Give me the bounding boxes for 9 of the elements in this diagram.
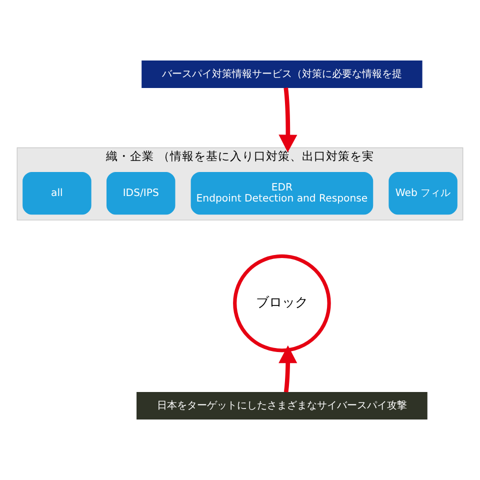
node-box: EDR Endpoint Detection and Response bbox=[190, 172, 374, 215]
node-box: Web フィル bbox=[388, 172, 458, 215]
arrow bbox=[278, 88, 298, 152]
node-box: バースパイ対策情報サービス（対策に必要な情報を提 bbox=[142, 60, 422, 88]
node-circle: ブロック bbox=[233, 254, 331, 352]
arrow bbox=[278, 345, 298, 392]
node-box: IDS/IPS bbox=[106, 172, 176, 215]
node-box: 日本をターゲットにしたさまざまなサイバースパイ攻撃 bbox=[136, 392, 428, 420]
node-box: all bbox=[22, 172, 92, 215]
